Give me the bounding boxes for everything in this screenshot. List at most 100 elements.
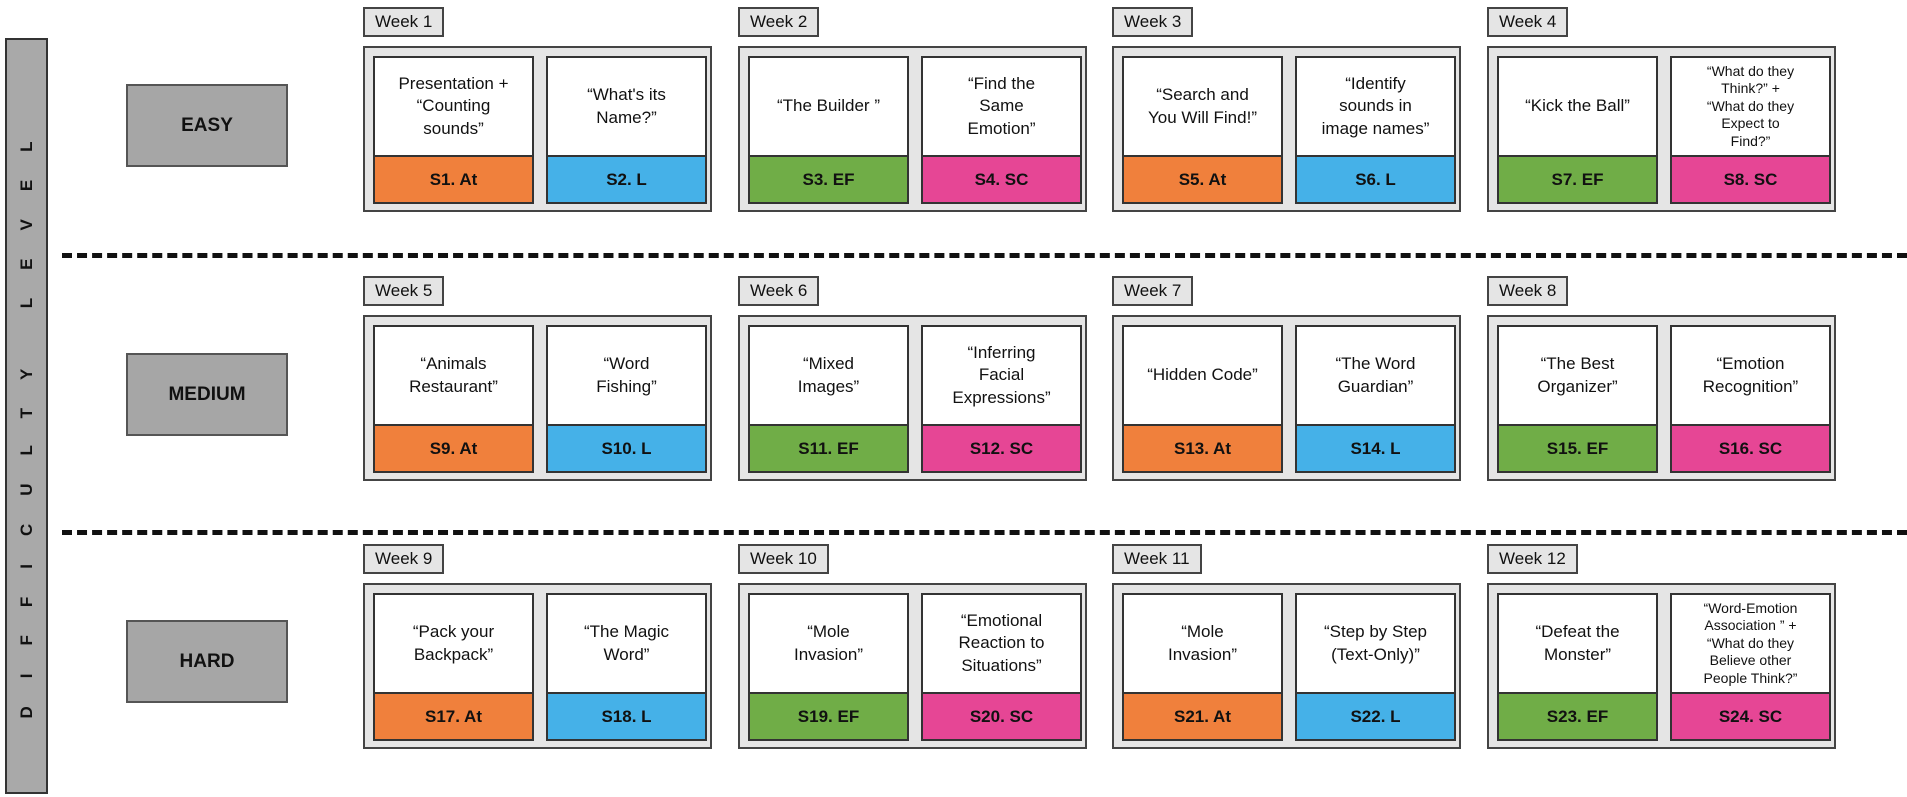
axis-label: DIFFICULTY LEVEL [16, 113, 36, 719]
session-card: “Mole Invasion” S19. EF [748, 593, 909, 741]
week-tab: Week 10 [738, 544, 829, 574]
session-tag: S17. At [375, 692, 532, 739]
session-card: “Search and You Will Find!” S5. At [1122, 56, 1283, 204]
week-group: “Pack your Backpack” S17. At “The Magic Wo… [363, 583, 712, 749]
session-card: “Kick the Ball” S7. EF [1497, 56, 1658, 204]
session-title: “Search and You Will Find!” [1148, 85, 1257, 127]
session-tag: S19. EF [750, 692, 907, 739]
level-label-easy: EASY [126, 84, 288, 167]
session-title: “Animals Restaurant” [409, 354, 498, 396]
session-card: “Inferring Facial Expressions” S12. SC [921, 325, 1082, 473]
session-card: “What's its Name?” S2. L [546, 56, 707, 204]
session-card: Presentation + “Counting sounds” S1. At [373, 56, 534, 204]
session-tag: S9. At [375, 424, 532, 471]
week-tab: Week 7 [1112, 276, 1194, 306]
week-tab: Week 5 [363, 276, 445, 306]
session-tag: S23. EF [1499, 692, 1656, 739]
session-title: “Word-Emotion Association ” + “What do t… [1703, 599, 1798, 686]
session-tag: S6. L [1297, 155, 1454, 202]
week-group: “Mixed Images” S11. EF “Inferring Facial E… [738, 315, 1087, 481]
session-title: “What's its Name?” [587, 85, 666, 127]
session-card: “Emotional Reaction to Situations” S20. S… [921, 593, 1082, 741]
week-group: “Animals Restaurant” S9. At “Word Fishing”… [363, 315, 712, 481]
session-card: “The Best Organizer” S15. EF [1497, 325, 1658, 473]
week-tab: Week 4 [1487, 7, 1569, 37]
session-title: “Hidden Code” [1147, 365, 1258, 385]
session-title: “Find the Same Emotion” [967, 74, 1036, 138]
week-tab: Week 12 [1487, 544, 1578, 574]
session-title: “The Best Organizer” [1537, 354, 1618, 396]
level-label-medium: MEDIUM [126, 353, 288, 436]
session-card: “The Builder ” S3. EF [748, 56, 909, 204]
level-label-hard: HARD [126, 620, 288, 703]
session-tag: S20. SC [923, 692, 1080, 739]
session-tag: S12. SC [923, 424, 1080, 471]
session-tag: S1. At [375, 155, 532, 202]
week-group: “Mole Invasion” S21. At “Step by Step (Tex… [1112, 583, 1461, 749]
week-group: Presentation + “Counting sounds” S1. At “W… [363, 46, 712, 212]
session-card: “Hidden Code” S13. At [1122, 325, 1283, 473]
session-title: “Inferring Facial Expressions” [952, 343, 1051, 407]
session-card: “Step by Step (Text-Only)” S22. L [1295, 593, 1456, 741]
session-tag: S2. L [548, 155, 705, 202]
week-tab: Week 11 [1112, 544, 1202, 574]
session-card: “Mole Invasion” S21. At [1122, 593, 1283, 741]
session-tag: S11. EF [750, 424, 907, 471]
session-card: “Word Fishing” S10. L [546, 325, 707, 473]
session-title: “Step by Step (Text-Only)” [1323, 622, 1427, 664]
session-title: Presentation + “Counting sounds” [398, 74, 509, 138]
session-tag: S5. At [1124, 155, 1281, 202]
session-title: “Identify sounds in image names” [1321, 74, 1430, 138]
session-card: “Emotion Recognition” S16. SC [1670, 325, 1831, 473]
session-title: “Defeat the Monster” [1535, 622, 1620, 664]
session-card: “Pack your Backpack” S17. At [373, 593, 534, 741]
session-title: “Pack your Backpack” [412, 622, 495, 664]
session-card: “What do they Think?” + “What do they Ex… [1670, 56, 1831, 204]
session-card: “Find the Same Emotion” S4. SC [921, 56, 1082, 204]
session-title: “Mixed Images” [797, 354, 860, 396]
session-card: “Mixed Images” S11. EF [748, 325, 909, 473]
week-tab: Week 3 [1112, 7, 1194, 37]
session-title: “Word Fishing” [596, 354, 657, 396]
difficulty-level-axis: DIFFICULTY LEVEL [5, 38, 48, 794]
level-divider [62, 253, 1907, 258]
session-title: “The Magic Word” [583, 622, 670, 664]
session-tag: S10. L [548, 424, 705, 471]
week-tab: Week 6 [738, 276, 820, 306]
session-card: “Animals Restaurant” S9. At [373, 325, 534, 473]
session-title: “Emotional Reaction to Situations” [958, 611, 1045, 675]
session-tag: S18. L [548, 692, 705, 739]
session-tag: S8. SC [1672, 155, 1829, 202]
week-group: “Mole Invasion” S19. EF “Emotional Reactio… [738, 583, 1087, 749]
session-tag: S14. L [1297, 424, 1454, 471]
session-title: “Mole Invasion” [1168, 622, 1237, 664]
week-tab: Week 2 [738, 7, 820, 37]
week-tab: Week 8 [1487, 276, 1569, 306]
week-group: “The Best Organizer” S15. EF “Emotion Reco… [1487, 315, 1836, 481]
session-title: “What do they Think?” + “What do they Ex… [1706, 62, 1795, 149]
week-group: “Defeat the Monster” S23. EF “Word-Emotion… [1487, 583, 1836, 749]
session-tag: S7. EF [1499, 155, 1656, 202]
week-tab: Week 9 [363, 544, 445, 574]
session-tag: S3. EF [750, 155, 907, 202]
session-title: “Mole Invasion” [794, 622, 863, 664]
session-tag: S24. SC [1672, 692, 1829, 739]
session-tag: S16. SC [1672, 424, 1829, 471]
week-group: “The Builder ” S3. EF “Find the Same Emoti… [738, 46, 1087, 212]
session-tag: S15. EF [1499, 424, 1656, 471]
week-group: “Hidden Code” S13. At “The Word Guardian” S… [1112, 315, 1461, 481]
week-group: “Kick the Ball” S7. EF “What do they Think… [1487, 46, 1836, 212]
session-card: “Defeat the Monster” S23. EF [1497, 593, 1658, 741]
session-title: “Emotion Recognition” [1702, 354, 1799, 396]
session-title: “The Builder ” [777, 96, 880, 116]
session-tag: S13. At [1124, 424, 1281, 471]
session-title: “Kick the Ball” [1525, 96, 1630, 116]
session-card: “Word-Emotion Association ” + “What do t… [1670, 593, 1831, 741]
session-title: “The Word Guardian” [1335, 354, 1416, 396]
session-tag: S21. At [1124, 692, 1281, 739]
session-card: “The Word Guardian” S14. L [1295, 325, 1456, 473]
session-tag: S22. L [1297, 692, 1454, 739]
level-divider [62, 530, 1907, 535]
session-tag: S4. SC [923, 155, 1080, 202]
session-card: “The Magic Word” S18. L [546, 593, 707, 741]
